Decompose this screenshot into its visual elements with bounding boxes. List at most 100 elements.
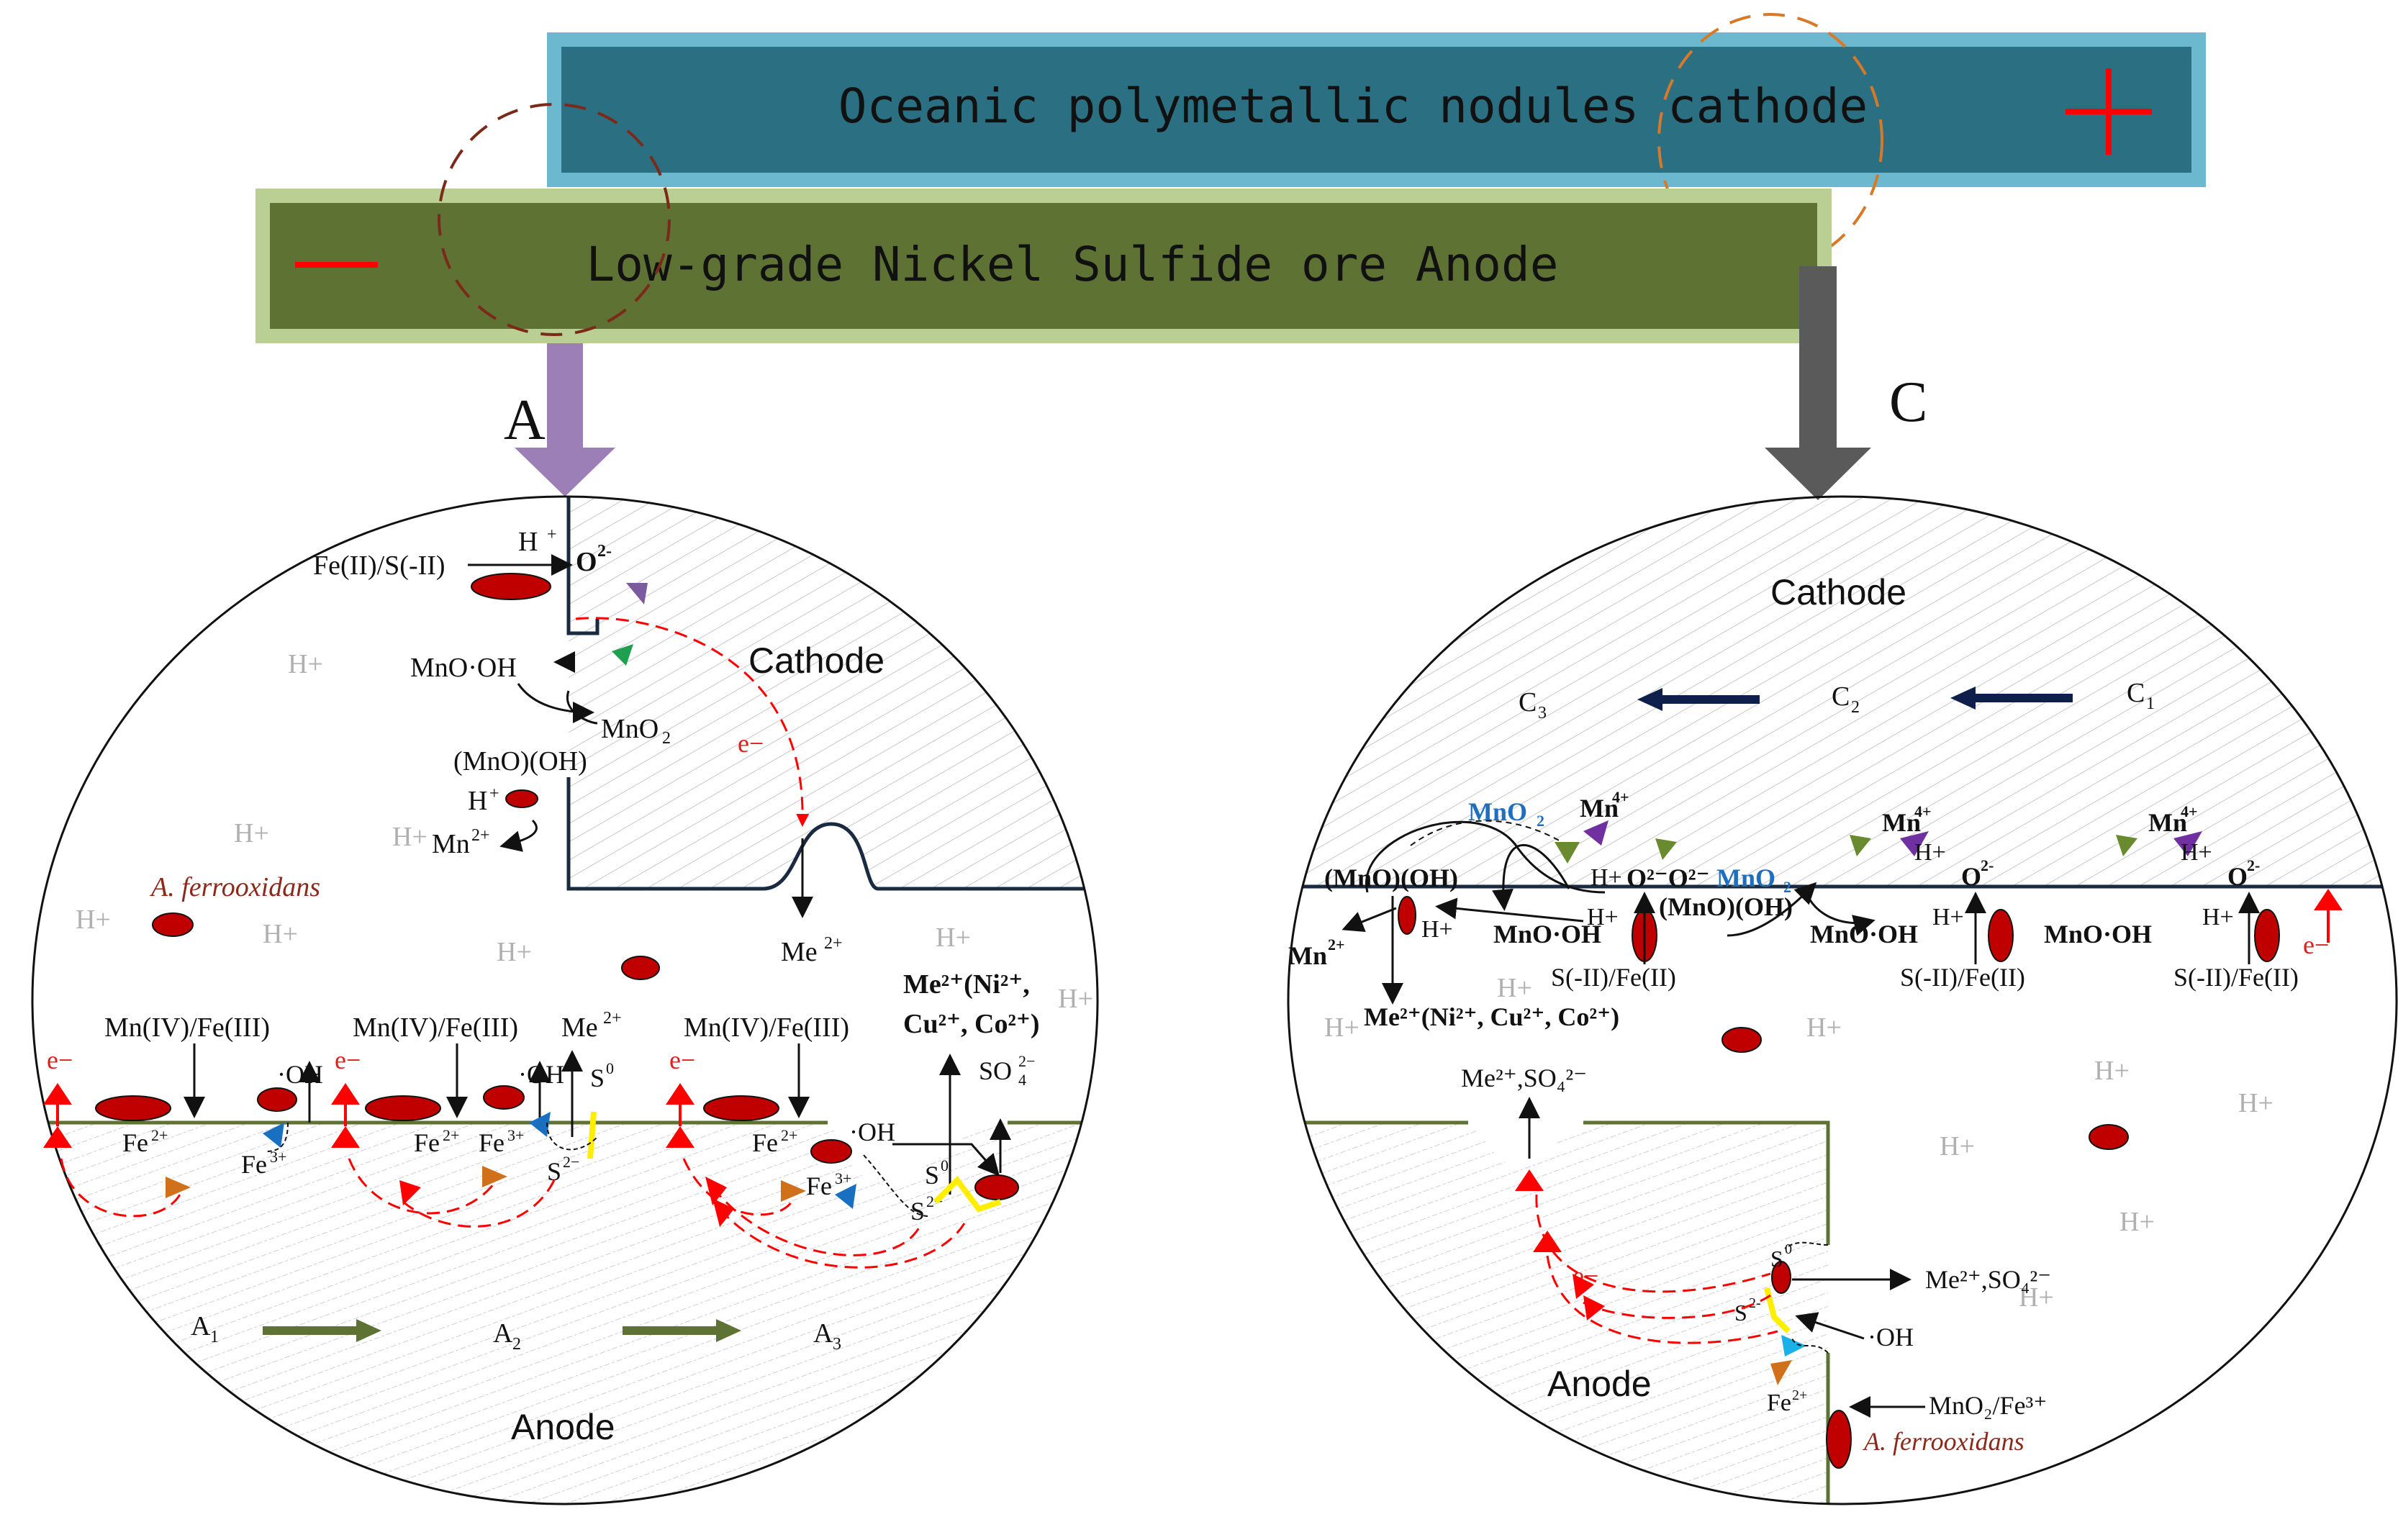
h-plus-ion: H+: [76, 905, 111, 935]
mn4-label-3: Mn: [2148, 808, 2187, 837]
oh-radical-label-3: ·OH: [849, 1118, 895, 1146]
mno2-fe3-label: MnO₂/Fe³⁺: [1929, 1391, 2047, 1420]
orange-triangle-icon: [482, 1166, 507, 1187]
orange-triangle-icon: [1770, 1360, 1792, 1385]
green-triangle-icon: [1655, 838, 1677, 860]
mno2-blue-label-2: MnO: [1716, 864, 1775, 892]
orange-triangle-icon: [166, 1177, 191, 1198]
blue-triangle-icon: [835, 1184, 856, 1209]
oh-radical-label: ·OH: [277, 1060, 323, 1089]
mn-fe-label: Mn(IV)/Fe(III): [104, 1013, 270, 1043]
fe-s-label: Fe(II)/S(-II): [313, 551, 445, 581]
svg-text:3+: 3+: [507, 1126, 524, 1144]
stage-c2-label: C: [1832, 681, 1850, 712]
bacteria-cell: [483, 1085, 525, 1110]
s2-label-2: S: [910, 1197, 925, 1226]
red-arrow-icon: [43, 1083, 72, 1105]
panel-c-circle: [1287, 495, 2398, 1505]
mn4-label: Mn: [1580, 794, 1619, 823]
panel-c-cathode-region: [1288, 497, 2397, 887]
fe3-label-3: Fe: [806, 1172, 832, 1200]
mn-fe-label-3: Mn(IV)/Fe(III): [684, 1013, 849, 1043]
mn-fe-label-2: Mn(IV)/Fe(III): [353, 1013, 518, 1043]
bacteria-cell: [703, 1095, 779, 1121]
h-plus-ion: H+: [288, 649, 323, 679]
h-plus-ion: H+: [1058, 984, 1093, 1014]
svg-text:+: +: [547, 525, 557, 544]
cathode-bar: Oceanic polymetallic nodules cathode: [547, 13, 2206, 268]
purple-triangle-icon: [1583, 820, 1609, 846]
stage-arrow-icon: [263, 1319, 381, 1342]
fe3-label: Fe: [241, 1150, 267, 1179]
bacteria-cell: [95, 1095, 171, 1121]
stage-a1-sub: 1: [210, 1328, 219, 1346]
h-plus-ion: H+: [2119, 1207, 2155, 1237]
stage-c3-label: C: [1519, 687, 1537, 717]
mn2-label: Mn: [432, 829, 470, 859]
red-arrow-icon: [666, 1083, 694, 1105]
purple-triangle-icon: [626, 583, 648, 604]
electron-label-4: e−: [669, 1046, 695, 1074]
so4-label: SO: [979, 1056, 1012, 1085]
me2-label-2: Me: [561, 1013, 598, 1043]
svg-text:2+: 2+: [1328, 936, 1345, 954]
bacteria-label-c: A. ferrooxidans: [1863, 1427, 2024, 1456]
panel-c-anode-region: [1288, 1123, 1828, 1504]
stage-c1-sub: 1: [2146, 694, 2155, 713]
h-plus-label-c2: H+: [1591, 864, 1622, 891]
arrow-to-panel-a: [515, 343, 615, 497]
me2-label: Me: [781, 937, 818, 967]
green-triangle-icon: [1555, 842, 1580, 864]
fe2-label-c: Fe: [1767, 1390, 1791, 1416]
h-plus-label-2: H: [468, 786, 487, 816]
green-triangle-icon: [2116, 835, 2137, 856]
mnooh-label: MnO·OH: [410, 653, 517, 683]
red-arrow-icon: [666, 1126, 694, 1148]
mno-oh-label-c2: (MnO)(OH): [1659, 892, 1793, 921]
purple-triangle-icon: [1900, 831, 1929, 856]
electron-label-2: e−: [47, 1046, 73, 1074]
me-so4-label-2: Me²⁺,SO₄²⁻: [1925, 1265, 2051, 1294]
svg-text:2+: 2+: [1792, 1387, 1807, 1403]
s0-label-c: S: [1770, 1246, 1783, 1272]
svg-text:2−: 2−: [1018, 1052, 1035, 1070]
o2-label: O: [576, 547, 597, 577]
svg-text:2-: 2-: [1981, 856, 1994, 874]
mno-oh-label-c: (MnO)(OH): [1324, 864, 1458, 892]
s-fe-label-3: S(-II)/Fe(II): [2173, 963, 2299, 992]
bacteria-cell: [1398, 896, 1416, 935]
panel-a-letter: A: [504, 389, 546, 452]
green-triangle-icon: [612, 644, 633, 666]
svg-text:2+: 2+: [443, 1126, 459, 1144]
o2-label-c: O: [1961, 862, 1981, 891]
svg-text:2: 2: [1783, 878, 1791, 896]
bacteria-cell: [505, 789, 538, 808]
svg-text:0: 0: [606, 1059, 614, 1077]
h-plus-ion: H+: [2094, 1056, 2130, 1086]
svg-text:4: 4: [1018, 1071, 1026, 1089]
plus-sign-icon: [2066, 68, 2152, 155]
panel-a-circle: [31, 495, 1099, 1505]
svg-text:2-: 2-: [597, 542, 612, 561]
blue-triangle-icon: [263, 1123, 284, 1148]
cathode-bar-label: Oceanic polymetallic nodules cathode: [838, 78, 1868, 134]
svg-text:0: 0: [941, 1156, 949, 1174]
fe2-label-2: Fe: [414, 1128, 440, 1157]
electron-label-c: e−: [2303, 930, 2329, 959]
h-plus-ion: H+: [263, 919, 298, 949]
me-list-line1: Me²⁺(Ni²⁺,: [903, 969, 1030, 1000]
h-plus-ion: H+: [1940, 1131, 1975, 1161]
me-so4-label: Me²⁺,SO₄²⁻: [1461, 1064, 1587, 1092]
svg-text:+: +: [489, 784, 499, 803]
h-plus-label-c6: H+: [2181, 839, 2212, 866]
mn2-label-c: Mn: [1288, 941, 1327, 970]
bacteria-cell: [257, 1087, 297, 1112]
bacteria-cell: [2254, 909, 2280, 962]
stage-a1-label: A: [191, 1311, 211, 1341]
bacteria-cell: [1826, 1410, 1852, 1469]
me-list-c: Me²⁺(Ni²⁺, Cu²⁺, Co²⁺): [1364, 1002, 1619, 1031]
h-plus-label-c: H+: [1421, 916, 1453, 943]
bacteria-cell: [471, 573, 551, 600]
stage-a2-label: A: [493, 1318, 513, 1349]
